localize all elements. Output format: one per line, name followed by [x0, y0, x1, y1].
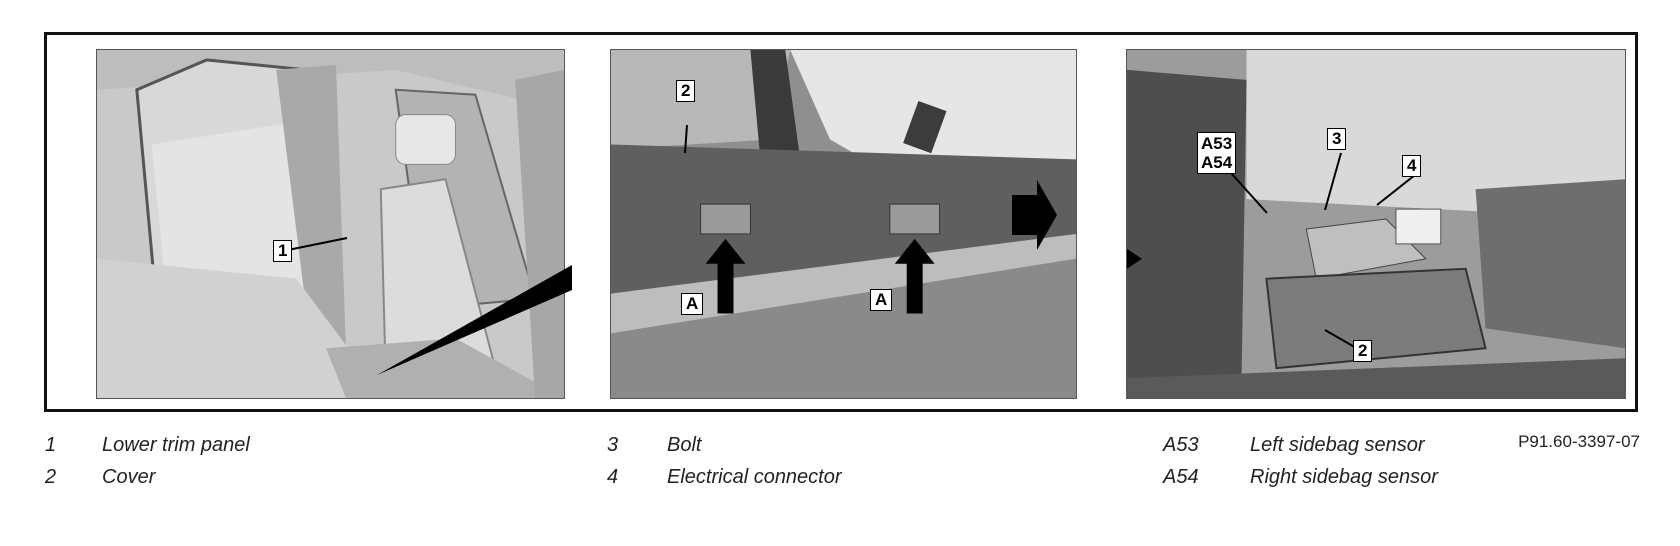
legend-desc: Lower trim panel: [102, 434, 250, 456]
legend-desc: Bolt: [667, 434, 702, 456]
figure-reference-code: P91.60-3397-07: [1518, 432, 1640, 451]
legend-num: A53: [1163, 434, 1199, 456]
legend-desc: Cover: [102, 466, 156, 488]
figure-frame: 1 2 A A A53 A54 3 4 2: [44, 32, 1638, 412]
callout-A54: A54: [1201, 153, 1233, 172]
callout-A53: A53: [1201, 134, 1233, 153]
callout-4: 4: [1402, 155, 1422, 177]
photo-sensor-closeup: [1126, 49, 1626, 399]
callout-1: 1: [273, 240, 293, 262]
legend-desc: Right sidebag sensor: [1250, 466, 1438, 488]
legend-num: 1: [45, 434, 57, 456]
callout-2-panel2: 2: [676, 80, 696, 102]
photo-trim-closeup: [610, 49, 1077, 399]
legend-num: A54: [1163, 466, 1199, 488]
legend-num: 4: [607, 466, 619, 488]
callout-A-right: A: [870, 289, 893, 311]
photo-car-interior: [96, 49, 565, 399]
callout-3: 3: [1327, 128, 1347, 150]
legend-desc: Electrical connector: [667, 466, 842, 488]
callout-A53-A54: A53 A54: [1197, 132, 1237, 174]
callout-2-panel3: 2: [1353, 340, 1373, 362]
legend-num: 2: [45, 466, 57, 488]
legend-desc: Left sidebag sensor: [1250, 434, 1425, 456]
legend-num: 3: [607, 434, 619, 456]
callout-A-left: A: [681, 293, 704, 315]
